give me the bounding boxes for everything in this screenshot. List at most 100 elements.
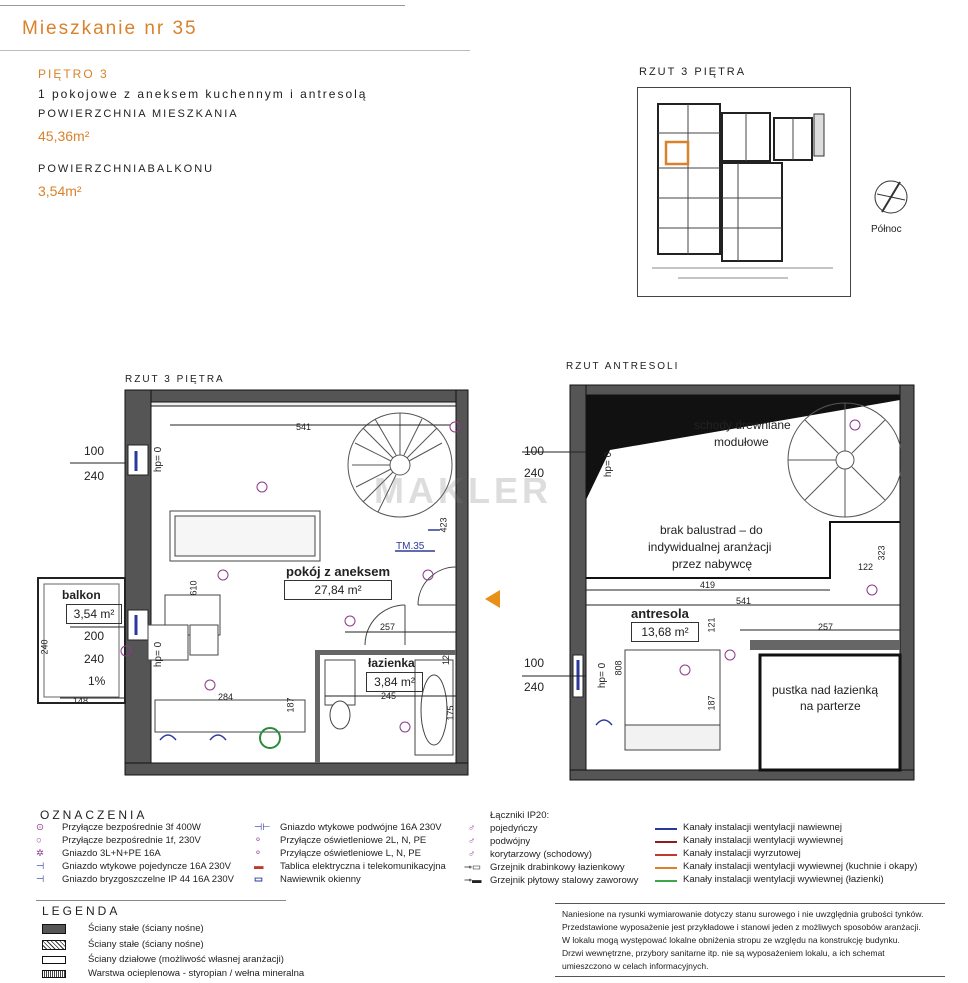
balcony-area-value: 3,54m²	[38, 183, 82, 199]
legend-item: Kanały instalacji wyrzutowej	[683, 848, 801, 859]
note-rule-bottom	[555, 976, 945, 977]
right-dim-323: 323	[876, 545, 887, 561]
right-dim-122: 122	[858, 562, 874, 572]
legend-item: Przyłącze oświetleniowe L, N, PE	[280, 848, 421, 859]
right-dim-541: 541	[736, 596, 752, 606]
floor-label: PIĘTRO 3	[38, 67, 109, 81]
legend-item: Kanały instalacji wentylacji wywiewnej (…	[683, 861, 918, 872]
legend-item: Kanały instalacji wentylacji wywiewnej	[683, 835, 843, 846]
legend-item: Tablica elektryczna i telekomunikacyjna	[280, 861, 446, 872]
area-label: POWIERZCHNIA MIESZKANIA	[38, 108, 239, 120]
dim-284: 284	[218, 692, 234, 702]
dim-240-balcony: 240	[39, 639, 50, 655]
right-dim-257: 257	[818, 622, 834, 632]
dim-240-b: 240	[84, 652, 105, 666]
legenda-item: Ściany działowe (możliwość własnej aranż…	[88, 954, 284, 965]
minimap-title: RZUT 3 PIĘTRA	[639, 66, 747, 78]
sym-1f-icon: ○	[36, 835, 42, 846]
mezzanine-name: antresola	[631, 606, 689, 621]
oznaczenia-title: OZNACZENIA	[40, 808, 148, 822]
room-main-name: pokój z aneksem	[286, 564, 391, 579]
legend-item: Gniazdo 3L+N+PE 16A	[62, 848, 161, 859]
void-label-1: pustka nad łazienką	[772, 683, 879, 697]
rail-label-1: brak balustrad – do	[660, 523, 763, 537]
right-dim-240-b: 240	[524, 680, 545, 694]
dim-257: 257	[380, 622, 396, 632]
floor-plan-level3	[37, 389, 500, 776]
header-top-rule	[0, 5, 405, 6]
dim-187: 187	[285, 697, 296, 713]
legenda-item: Ściany stałe (ściany nośne)	[88, 939, 204, 950]
dim-200: 200	[84, 629, 105, 643]
sym-3f-icon: ⊙	[36, 822, 44, 833]
apartment-description: 1 pokojowe z aneksem kuchennym i antreso…	[38, 87, 368, 101]
dim-12: 12	[441, 654, 452, 666]
room-bath-name: łazienka	[368, 656, 415, 670]
hp-marker-a: hp= 0	[153, 446, 165, 473]
legend-item: Gniazdo wtykowe pojedyncze 16A 230V	[62, 861, 231, 872]
note-line: Przedstawione wyposażenie jest przykłado…	[562, 922, 921, 932]
dim-240-a: 240	[84, 469, 105, 483]
dim-175: 175	[445, 705, 456, 721]
floor-plan-mezzanine	[522, 384, 915, 781]
right-dim-187: 187	[706, 695, 717, 711]
dim-610: 610	[188, 580, 199, 596]
legend-item: Nawiewnik okienny	[280, 874, 361, 885]
vent-supply-line-icon	[655, 828, 677, 830]
balcony-slope: 1%	[88, 674, 106, 688]
note-line: Drzwi wewnętrzne, przybory sanitarne itp…	[562, 948, 885, 958]
title-underline	[0, 50, 470, 51]
vent-exhaust-line-icon	[655, 841, 677, 843]
right-plan-title: RZUT ANTRESOLI	[566, 361, 680, 372]
rail-label-3: przez nabywcę	[672, 557, 753, 571]
room-main-area: 27,84 m²	[284, 580, 392, 600]
stairs-label-1: schody drewniane	[694, 418, 791, 432]
sym-light-icon: ⚬	[254, 848, 262, 859]
sym-vent-icon: ▭	[254, 874, 263, 885]
right-hp-marker-b: hp= 0	[597, 662, 609, 689]
sym-ip44-icon: ⊣	[36, 874, 45, 885]
sym-switch-double-icon: ♂	[468, 836, 476, 847]
right-dim-121: 121	[706, 617, 717, 633]
balcony-area: 3,54 m²	[66, 604, 122, 624]
left-plan-title: RZUT 3 PIĘTRA	[125, 374, 225, 385]
right-dim-100-b: 100	[524, 656, 545, 670]
page-title: Mieszkanie nr 35	[22, 18, 198, 39]
legend-item: Grzejnik płytowy stalowy zaworowy	[490, 875, 639, 886]
right-dim-419: 419	[700, 580, 716, 590]
building-minimap	[637, 87, 851, 297]
sym-panel-icon: ▬	[254, 861, 264, 872]
dim-148: 148	[73, 696, 89, 706]
rail-label-2: indywidualnej aranżacji	[648, 540, 772, 554]
legend-item: Gniazdo wtykowe podwójne 16A 230V	[280, 822, 442, 833]
vent-kitchen-line-icon	[655, 867, 677, 869]
legend-item: Gniazdo bryzgoszczelne IP 44 16A 230V	[62, 874, 234, 885]
sym-panel-radiator-icon: ⊸▬	[464, 875, 482, 886]
dim-423: 423	[438, 517, 449, 533]
sym-switch-stair-icon: ♂	[468, 849, 476, 860]
right-dim-100-a: 100	[524, 444, 545, 458]
dim-245: 245	[381, 691, 397, 701]
note-rule-top	[555, 903, 945, 904]
right-dim-240-a: 240	[524, 466, 545, 480]
partition-wall-swatch	[42, 956, 66, 964]
dim-541: 541	[296, 422, 312, 432]
vent-bathroom-line-icon	[655, 880, 677, 882]
north-label: Północ	[871, 224, 902, 235]
note-line: umieszczono w celach informacyjnych.	[562, 961, 709, 971]
right-dim-808: 808	[613, 660, 624, 676]
tm-marker: TM.35	[396, 541, 425, 552]
note-line: Naniesione na rysunki wymiarowanie dotyc…	[562, 909, 924, 919]
insulation-swatch	[42, 970, 66, 978]
wall-load-bearing-swatch	[42, 924, 66, 934]
legenda-item: Warstwa ocieplenowa - styropian / wełna …	[88, 968, 305, 979]
legend-item: Przyłącze bezpośrednie 3f 400W	[62, 822, 201, 833]
balcony-name: balkon	[62, 588, 101, 602]
sym-ladder-radiator-icon: ⊸▭	[464, 862, 481, 873]
north-compass-icon	[874, 180, 908, 214]
balcony-area-label: POWIERZCHNIABALKONU	[38, 163, 215, 175]
legend-item: podwójny	[490, 836, 531, 847]
right-hp-marker-a: hp= 0	[603, 451, 615, 478]
watermark: MAKLER	[374, 470, 552, 511]
mezzanine-area: 13,68 m²	[631, 622, 699, 642]
